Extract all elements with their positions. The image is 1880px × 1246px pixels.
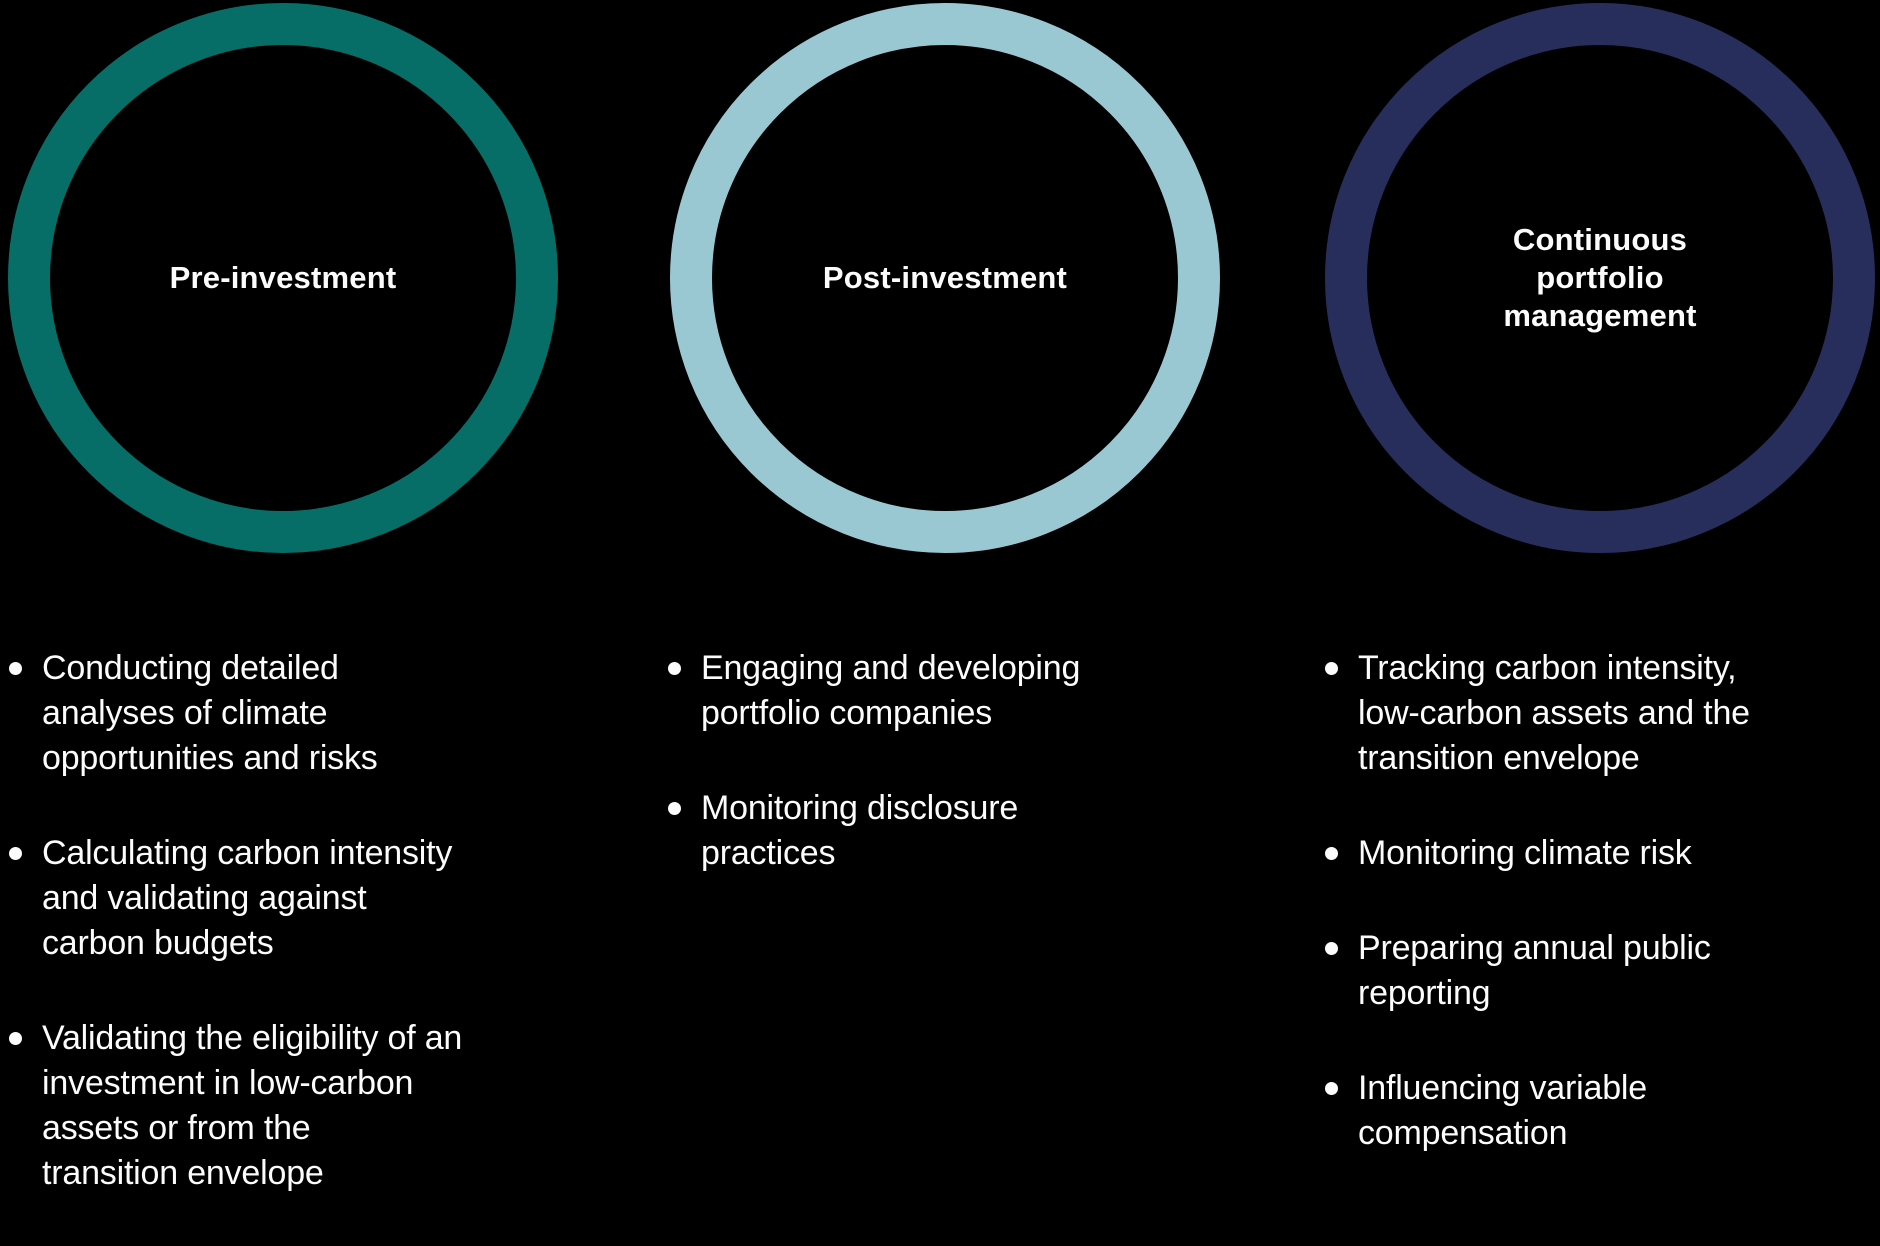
bullet-dot-icon — [1325, 942, 1338, 955]
post-investment-title: Post-investment — [670, 3, 1220, 553]
bullet-line: and validating against — [42, 879, 367, 917]
bullet-line: Validating the eligibility of an — [42, 1019, 463, 1057]
bullet-item: Conducting detailed analyses of climate … — [8, 646, 528, 781]
bullet-dot-icon — [1325, 662, 1338, 675]
bullet-item: Engaging and developing portfolio compan… — [667, 646, 1137, 736]
bullet-line: reporting — [1358, 974, 1491, 1012]
bullet-line: Preparing annual public — [1358, 929, 1711, 967]
pre-investment-bullet-list: Conducting detailed analyses of climate … — [8, 646, 528, 1246]
bullet-line: Engaging and developing — [701, 649, 1081, 687]
bullet-line: Influencing variable — [1358, 1069, 1647, 1107]
bullet-line: Conducting detailed — [42, 649, 339, 687]
bullet-line: investment in low-carbon — [42, 1064, 414, 1102]
bullet-item: Monitoring disclosure practices — [667, 786, 1137, 876]
diagram-canvas: { "diagram": { "background_color": "#000… — [8, 3, 1875, 1192]
bullet-line: opportunities and risks — [42, 739, 378, 777]
pre-investment-title: Pre-investment — [8, 3, 558, 553]
bullet-line: Calculating carbon intensity — [42, 834, 453, 872]
bullet-line: Monitoring disclosure — [701, 789, 1019, 827]
bullet-dot-icon — [668, 802, 681, 815]
ring-title-text: Post-investment — [822, 260, 1068, 295]
ring-title-text: Continuous portfolio management — [1503, 222, 1697, 333]
bullet-line: carbon budgets — [42, 924, 274, 962]
bullet-line: portfolio companies — [701, 694, 993, 732]
bullet-line: analyses of climate — [42, 694, 328, 732]
bullet-dot-icon — [668, 662, 681, 675]
ring-title-text: Pre-investment — [169, 260, 397, 295]
bullet-item: Validating the eligibility of an investm… — [8, 1016, 528, 1196]
bullet-line: low-carbon assets and the — [1358, 694, 1750, 732]
bullet-line: practices — [701, 834, 836, 872]
bullet-item: Tracking carbon intensity, low-carbon as… — [1324, 646, 1824, 781]
bullet-item: Calculating carbon intensity and validat… — [8, 831, 528, 966]
bullet-line: compensation — [1358, 1114, 1568, 1152]
bullet-line: Monitoring climate risk — [1358, 834, 1692, 872]
bullet-line: transition envelope — [42, 1154, 324, 1192]
three-phase-diagram: Pre-investment Post-investment Continuou… — [8, 3, 1875, 1192]
bullet-line: transition envelope — [1358, 739, 1640, 777]
bullet-dot-icon — [1325, 1082, 1338, 1095]
bullet-item: Preparing annual public reporting — [1324, 926, 1824, 1016]
bullet-dot-icon — [9, 1032, 22, 1045]
bullet-item: Monitoring climate risk — [1324, 831, 1824, 876]
continuous-portfolio-management-bullet-list: Tracking carbon intensity, low-carbon as… — [1324, 646, 1824, 1206]
bullet-dot-icon — [1325, 847, 1338, 860]
bullet-dot-icon — [9, 662, 22, 675]
continuous-portfolio-management-title: Continuous portfolio management — [1325, 3, 1875, 553]
bullet-item: Influencing variable compensation — [1324, 1066, 1824, 1156]
bullet-line: Tracking carbon intensity, — [1358, 649, 1737, 687]
post-investment-bullet-list: Engaging and developing portfolio compan… — [667, 646, 1137, 926]
bullet-dot-icon — [9, 847, 22, 860]
bullet-line: assets or from the — [42, 1109, 311, 1147]
